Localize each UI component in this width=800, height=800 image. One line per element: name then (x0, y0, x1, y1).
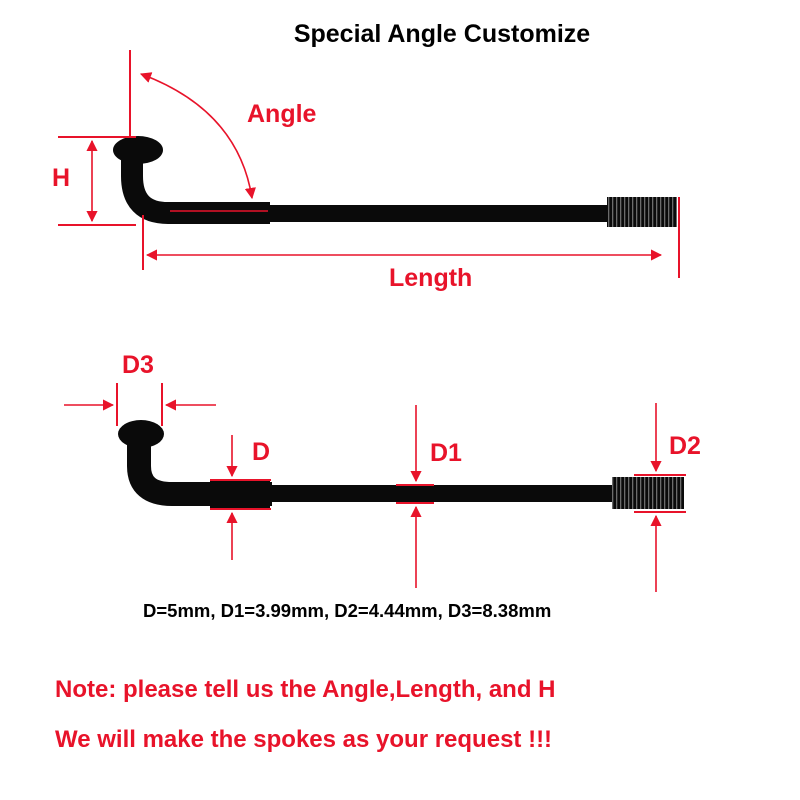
dimension-specs: D=5mm, D1=3.99mm, D2=4.44mm, D3=8.38mm (143, 600, 552, 621)
d1-label: D1 (430, 439, 462, 467)
bottom-spoke-head (118, 420, 164, 448)
bottom-spoke (118, 420, 684, 509)
length-label: Length (389, 264, 473, 292)
note-line-2: We will make the spokes as your request … (55, 726, 553, 753)
top-spoke-shaft (262, 205, 612, 222)
bottom-spoke-thread (612, 477, 684, 509)
bottom-spoke-collar (210, 481, 270, 508)
bottom-spoke-elbow (127, 445, 272, 506)
note-line-1: Note: please tell us the Angle,Length, a… (55, 676, 556, 703)
d2-label: D2 (669, 432, 701, 460)
h-label: H (52, 164, 71, 192)
top-spoke-head (113, 136, 163, 164)
top-spoke (113, 136, 677, 227)
top-spoke-elbow (121, 158, 270, 224)
bottom-spoke-shaft (266, 485, 614, 502)
top-spoke-thread (607, 197, 677, 227)
angle-arc-arrow (139, 72, 256, 200)
angle-label: Angle (247, 100, 317, 128)
page-title: Special Angle Customize (293, 20, 591, 48)
d-label: D (252, 438, 271, 466)
d3-label: D3 (122, 351, 154, 379)
